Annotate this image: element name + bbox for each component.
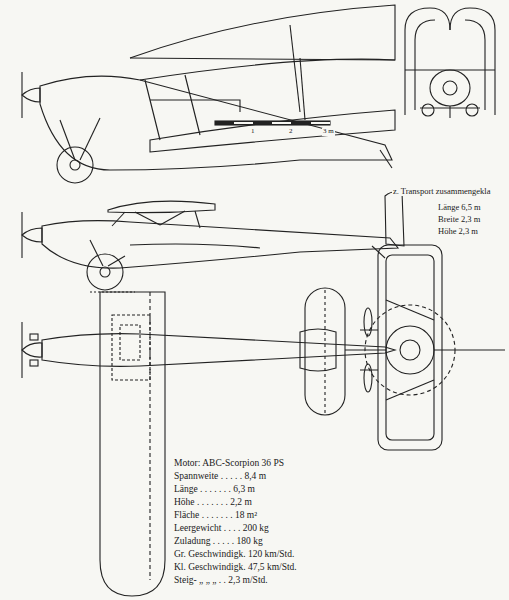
spec-row: Leergewicht . . . . 200 kg (173, 523, 270, 533)
spec-row: Steig- „ „ „ . . 2,3 m/Std. (173, 575, 269, 585)
dimension-text: Höhe 2,3 m (437, 227, 479, 236)
spec-row: Kl. Geschwindigk. 47,5 km/Std. (173, 562, 298, 572)
spec-row: Gr. Geschwindigk. 120 km/Std. (173, 549, 295, 559)
folded-side-view (22, 5, 395, 183)
folded-front-view (395, 5, 503, 120)
scale-number: 1 (250, 128, 256, 136)
scale-number: 3 m (322, 128, 335, 136)
dimension-text: Breite 2,3 m (437, 215, 481, 224)
spec-row: Länge . . . . . . . 6,3 m (173, 484, 256, 494)
scale-number: 2 (288, 128, 294, 136)
front-view (305, 245, 505, 450)
spec-row: Höhe . . . . . . . 2,2 m (173, 497, 253, 507)
spec-row: Zuladung . . . . . 180 kg (173, 536, 264, 546)
spec-row: Fläche . . . . . . . 18 m² (173, 510, 258, 520)
spec-row: Spannweite . . . . . 8,4 m (173, 471, 267, 481)
caption-text: z. Transport zusammengekla (392, 187, 492, 196)
dimension-text: Länge 6,5 m (437, 203, 482, 212)
spec-row: Motor: ABC-Scorpion 36 PS (173, 458, 285, 468)
top-view (22, 292, 395, 596)
side-view (22, 192, 404, 293)
